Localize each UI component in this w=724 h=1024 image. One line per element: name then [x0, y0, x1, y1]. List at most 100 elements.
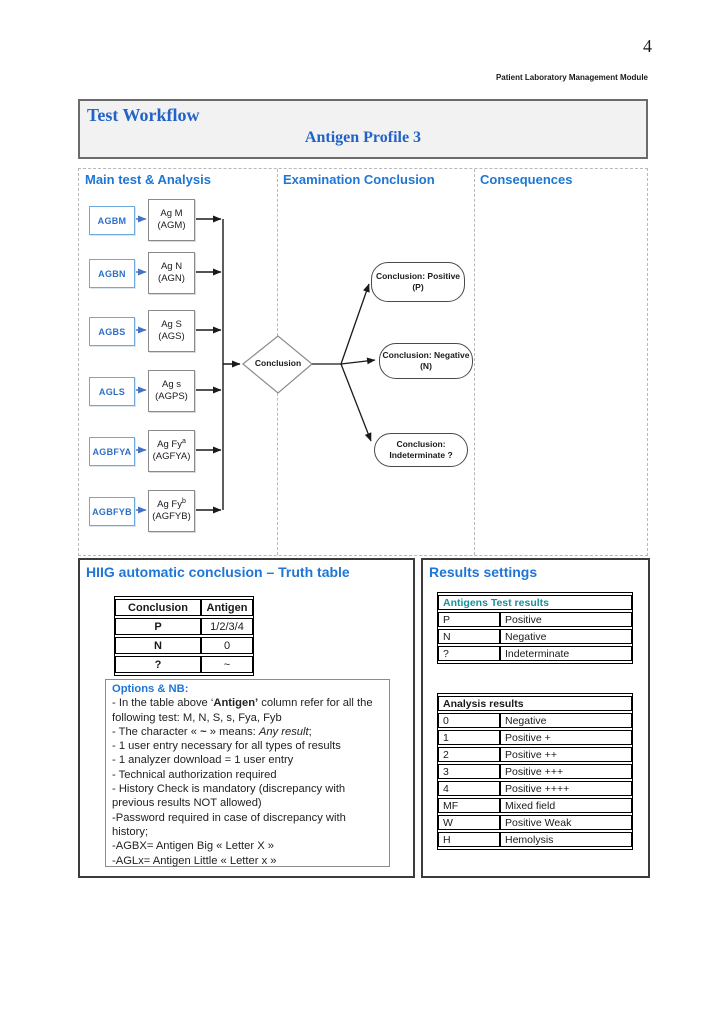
test-box-agm: Ag M (AGM): [148, 199, 195, 241]
conclusion-line: Conclusion:: [396, 438, 446, 449]
options-line: -AGBX= Antigen Big « Letter X »: [112, 840, 275, 853]
analysis-results-table: Analysis results 0 Negative 1 Positive +…: [437, 693, 633, 850]
conclusion-indeterminate: Conclusion: Indeterminate ?: [374, 433, 468, 467]
test-code-agbs: AGBS: [89, 317, 135, 346]
analysis-table-row: MF Mixed field: [438, 798, 632, 813]
page-title: Test Workflow: [87, 105, 200, 125]
options-line: - Technical authorization required: [112, 768, 277, 781]
column-header-examination-conclusion: Examination Conclusion: [283, 172, 435, 187]
test-name: Ag Fy: [157, 439, 182, 451]
options-line: -Password required in case of discrepanc…: [112, 811, 346, 838]
options-line: - The character « ~ » means: Any result;: [112, 725, 312, 738]
analysis-table-header: Analysis results: [438, 696, 632, 711]
analysis-table-row: 0 Negative: [438, 713, 632, 728]
options-line: - In the table above ‘Antigen’ column re…: [112, 697, 373, 724]
analysis-table-row: 2 Positive ++: [438, 747, 632, 762]
test-box-ags: Ag S (AGS): [148, 310, 195, 352]
result-label: Negative: [500, 713, 632, 728]
test-alias: (AGFYA): [152, 451, 191, 462]
antigens-results-table: Antigens Test results P Positive N Negat…: [437, 592, 633, 664]
conclusion-positive: Conclusion: Positive (P): [371, 262, 465, 302]
truth-table: Conclusion Antigen P 1/2/3/4 N 0 ? ~: [114, 596, 254, 676]
test-name-sup: a: [181, 437, 186, 445]
test-code-agbfyb: AGBFYB: [89, 497, 135, 526]
result-code: 3: [438, 764, 500, 779]
test-name: Ag Fy: [157, 499, 182, 511]
test-name-sup: b: [181, 497, 186, 505]
conclusion-line: Indeterminate ?: [389, 450, 453, 460]
analysis-table-row: 1 Positive +: [438, 730, 632, 745]
page-subtitle: Antigen Profile 3: [304, 129, 422, 146]
module-header: Patient Laboratory Management Module: [495, 73, 648, 82]
result-code: MF: [438, 798, 500, 813]
truth-header-conclusion: Conclusion: [115, 599, 201, 616]
test-name: Ag S: [161, 319, 182, 331]
truth-cell: N: [115, 637, 201, 654]
results-settings-section: Results settings Antigens Test results P…: [421, 558, 650, 878]
conclusion-line: (P): [412, 282, 424, 292]
conclusion-line: (N): [420, 361, 432, 371]
truth-cell: ~: [201, 656, 253, 673]
truth-table-section: HIIG automatic conclusion – Truth table …: [78, 558, 415, 878]
result-code: 1: [438, 730, 500, 745]
analysis-table-row: W Positive Weak: [438, 815, 632, 830]
result-label: Positive Weak: [500, 815, 632, 830]
test-code-agls: AGLS: [89, 377, 135, 406]
truth-header-antigen: Antigen: [201, 599, 253, 616]
result-code: N: [438, 629, 500, 644]
options-line: - History Check is mandatory (discrepanc…: [112, 783, 346, 810]
result-label: Positive ++: [500, 747, 632, 762]
truth-cell: P: [115, 618, 201, 635]
result-code: P: [438, 612, 500, 627]
test-box-agfyb: Ag Fyb (AGFYB): [148, 490, 195, 532]
column-divider: [474, 169, 475, 555]
test-alias: (AGFYB): [152, 511, 191, 522]
conclusion-line: Conclusion: Positive: [375, 270, 461, 281]
analysis-table-row: 3 Positive +++: [438, 764, 632, 779]
test-code-agbn: AGBN: [89, 259, 135, 288]
antigens-table-row: P Positive: [438, 612, 632, 627]
analysis-table-row: H Hemolysis: [438, 832, 632, 847]
result-code: W: [438, 815, 500, 830]
test-box-agn: Ag N (AGN): [148, 252, 195, 294]
conclusion-negative: Conclusion: Negative (N): [379, 343, 473, 379]
result-label: Negative: [500, 629, 632, 644]
result-label: Hemolysis: [500, 832, 632, 847]
result-code: ?: [438, 646, 500, 661]
truth-table-header-row: Conclusion Antigen: [115, 599, 253, 616]
test-box-agps: Ag s (AGPS): [148, 370, 195, 412]
truth-section-heading: HIIG automatic conclusion – Truth table: [86, 564, 350, 580]
antigens-table-header-row: Antigens Test results: [438, 595, 632, 610]
options-line: -AGLx= Antigen Little « Letter x »: [112, 854, 277, 867]
page-number: 4: [643, 36, 652, 56]
result-code: 4: [438, 781, 500, 796]
result-code: 2: [438, 747, 500, 762]
result-code: H: [438, 832, 500, 847]
test-alias: (AGM): [157, 220, 186, 231]
analysis-table-header-row: Analysis results: [438, 696, 632, 711]
result-label: Positive: [500, 612, 632, 627]
options-line: - 1 analyzer download = 1 user entry: [112, 754, 294, 767]
result-label: Mixed field: [500, 798, 632, 813]
result-label: Positive +: [500, 730, 632, 745]
truth-cell: 0: [201, 637, 253, 654]
column-header-main-test: Main test & Analysis: [85, 172, 211, 187]
options-title: Options & NB:: [112, 683, 189, 695]
truth-cell: 1/2/3/4: [201, 618, 253, 635]
workflow-diagram: Main test & Analysis Examination Conclus…: [78, 168, 648, 556]
test-code-agbm: AGBM: [89, 206, 135, 235]
decision-diamond-label: Conclusion: [254, 358, 302, 368]
truth-cell: ?: [115, 656, 201, 673]
truth-table-row: ? ~: [115, 656, 253, 673]
test-name: Ag M: [160, 208, 183, 220]
test-name: Ag s: [161, 379, 181, 391]
result-label: Indeterminate: [500, 646, 632, 661]
options-notes-box: Options & NB: - In the table above ‘Anti…: [105, 679, 390, 867]
test-alias: (AGS): [158, 331, 185, 342]
conclusion-line: Conclusion: Negative: [382, 349, 470, 360]
test-code-agbfya: AGBFYA: [89, 437, 135, 466]
result-code: 0: [438, 713, 500, 728]
results-section-heading: Results settings: [429, 564, 538, 580]
truth-table-row: N 0: [115, 637, 253, 654]
